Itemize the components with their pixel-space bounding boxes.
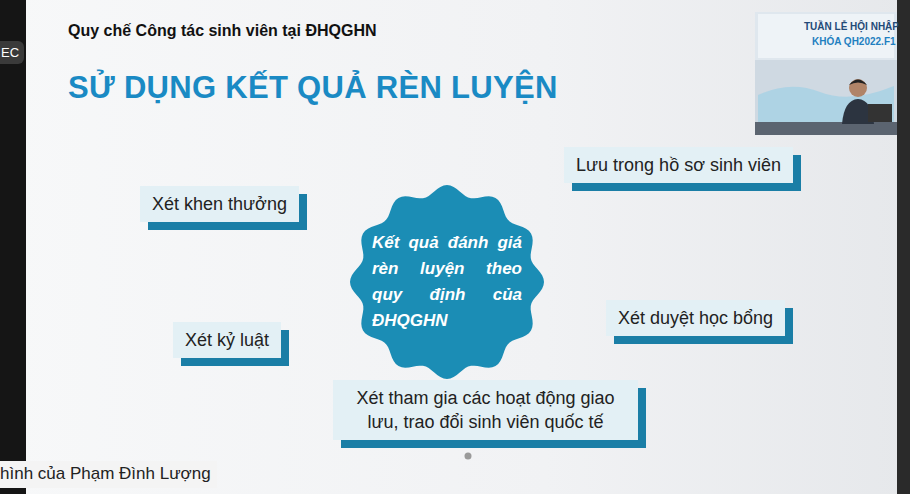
blob-text: Kết quả đánh giá rèn luyện theo quy định… [372,230,522,334]
reward-box: Xét khen thưởng [140,186,299,222]
event-banner: TUẦN LỄ HỘI NHẬP [804,21,899,32]
laptop [868,104,892,122]
blob-shape [349,184,545,380]
event-class: KHÓA QH2022.F1 [812,36,896,47]
record-box: Lưu trong hồ sơ sinh viên [564,147,793,183]
center-blob: Kết quả đánh giá rèn luyện theo quy định… [349,184,545,380]
blob-outline [350,185,544,379]
discipline-box: Xét kỷ luật [173,322,281,358]
slide-heading: SỬ DỤNG KẾT QUẢ RÈN LUYỆN [68,70,558,106]
person-head [849,79,867,97]
scholarship-box: Xét duyệt học bổng [606,300,785,336]
box-text: Xét khen thưởng [152,192,287,216]
rec-badge: EC [0,41,24,64]
left-strip [0,0,26,494]
box-text: Xét tham gia các hoạt động giao lưu, tra… [345,386,626,434]
exchange-box: Xét tham gia các hoạt động giao lưu, tra… [333,380,638,440]
slide-title: Quy chế Công tác sinh viên tại ĐHQGHN [68,22,377,40]
box-text: Xét kỷ luật [185,328,269,352]
box-text: Lưu trong hồ sơ sinh viên [576,153,781,177]
right-strip [897,0,910,494]
webcam-desk [755,122,897,135]
box-text: Xét duyệt học bổng [618,306,773,330]
person-hair [849,80,867,86]
page-dot [465,453,472,460]
screen-share-owner: hình của Phạm Đình Lượng [0,461,217,488]
webcam-wall [755,60,897,135]
